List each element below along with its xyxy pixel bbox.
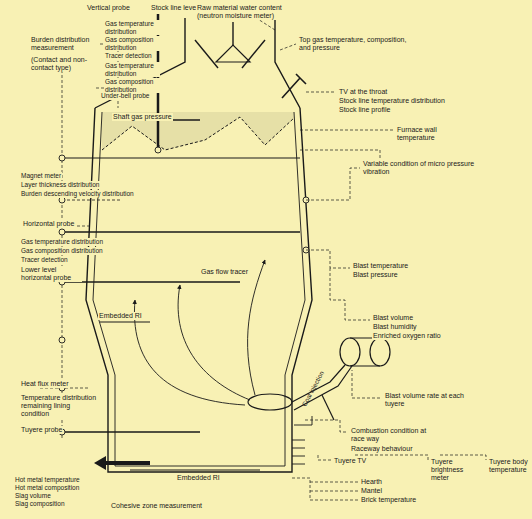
callout-label: Variable condition of micro pressure vib… [362,160,476,176]
burden-layer [102,112,294,150]
callout-label: Burden descending velocity distribution [20,190,135,198]
callout-label: Gas composition distribution [20,247,104,255]
callout-label: Tuyere TV [333,457,367,465]
callout-label: Shaft gas pressure [112,113,173,121]
callout-label: Heat flux meter [20,380,69,388]
callout-label: Brick temperature [360,496,417,504]
callout-label: Gas temperature distribution [104,62,160,77]
callout-label: Raw material water content (neutron mois… [196,4,290,20]
callout-label: Raceway behaviour [350,445,413,453]
callout-label: Tuyere probe [20,426,63,434]
callout-label: Hearth [360,478,383,486]
callout-label: Under-bell probe [100,92,150,100]
callout-label: Blast volume rate at each tuyere [384,392,466,408]
callout-label: Combustion condition at race way [350,427,430,443]
callout-label: Blast pressure [352,271,399,279]
callout-label: Layer thickness distribution [20,181,100,189]
callout-label: Blast humidity [372,323,418,331]
callout-label: Enriched oxygen ratio [372,332,442,340]
callout-label: Temperature distribution remaining linin… [20,394,100,418]
callout-label: (Contact and non-contact type) [30,56,94,72]
callout-label: Blast temperature [352,262,409,270]
tap-arrowhead [94,456,106,470]
callout-label: Mantel [360,487,383,495]
callout-label: Slag composition [14,500,66,508]
callout-label: Burden distribution measurement [30,36,94,52]
callout-label: Tracer detection [104,52,153,60]
callout-label: TV at the throat [338,88,388,96]
callout-label: Stock line temperature distribution [338,97,446,105]
callout-label: Hot metal temperature [14,476,81,484]
callout-label: Embedded RI [98,312,143,320]
callout-label: Gas flow tracer [200,268,249,276]
callout-label: Stock line level [150,4,199,12]
furnace-shell [86,18,312,472]
callout-label: Blast volume [372,314,414,322]
callout-label: Cohesive zone measurement [110,502,203,510]
gas-flow-arrows [134,260,265,405]
hearth-ticks [292,440,305,464]
callout-label: Furnace wall temperature [396,126,458,142]
callout-label: Slag volume [14,492,52,500]
callout-label: Coal injection [300,369,326,409]
callout-label: Tuyere brightness meter [430,458,482,482]
callout-label: Magnet meter [20,172,62,180]
callout-label: Gas composition distribution [104,36,160,51]
tap-hole [104,461,150,465]
callout-label: Gas temperature distribution [104,20,160,35]
callout-label: Vertical probe [86,4,131,12]
callout-label: Embedded RI [176,474,221,482]
right-leaders [250,14,486,500]
callout-label: Hot metal composition [14,484,80,492]
callout-label: Lower level horizontal probe [20,266,82,282]
callout-label: Top gas temperature, composition, and pr… [298,36,412,52]
throat-tv [282,74,306,98]
callout-label: Gas composition distribution [104,78,160,93]
tuyere-assembly [248,338,390,425]
callout-label: Stock line profile [338,106,391,114]
callout-label: Gas temperature distribution [20,238,104,246]
callout-label: Horizontal probe [22,220,75,228]
callout-label: Tuyere body temperature [488,458,530,474]
callout-label: Tracer detection [20,256,69,264]
